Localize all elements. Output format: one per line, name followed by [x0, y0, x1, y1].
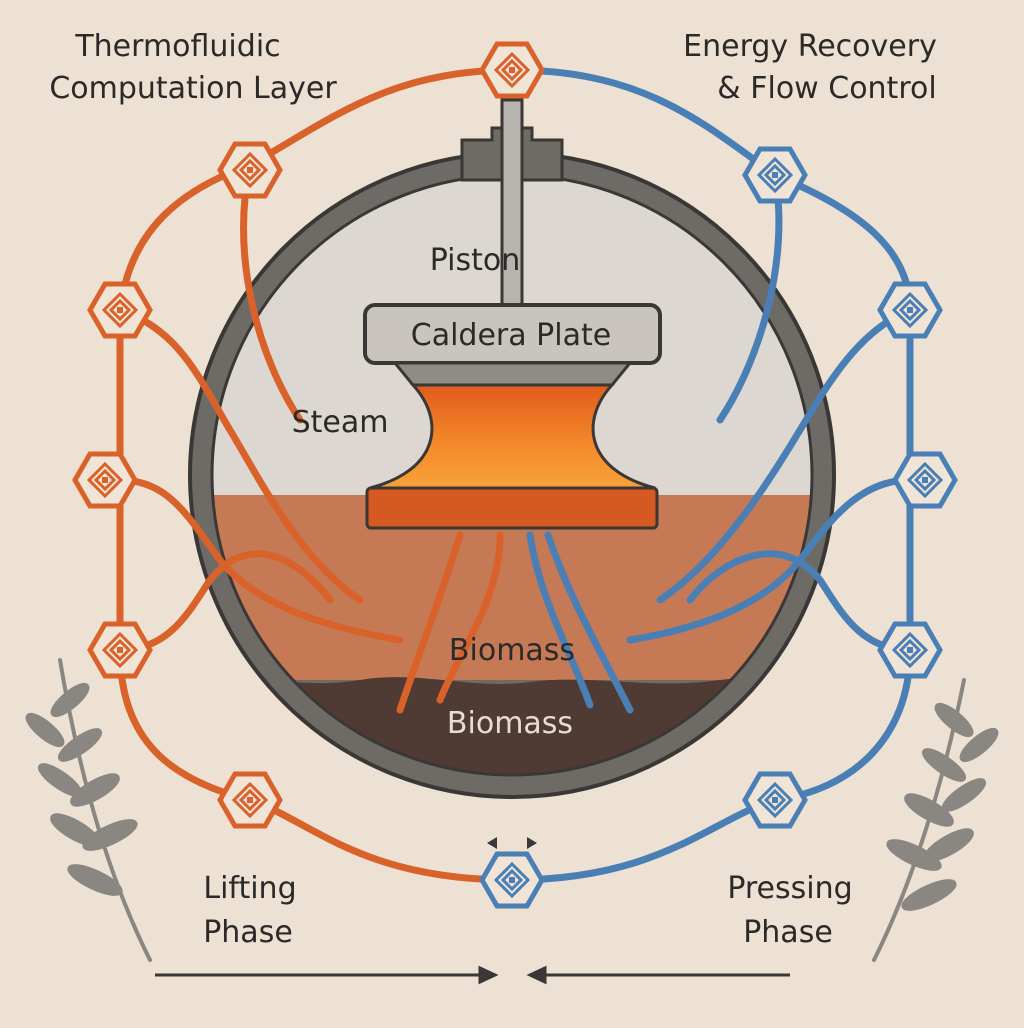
heating-plate: [365, 486, 659, 530]
hex-node-icon: [745, 149, 805, 201]
steam-label: Steam: [292, 405, 389, 440]
caldera-plate-label: Caldera Plate: [411, 318, 611, 353]
fern-icon: [872, 678, 999, 962]
hex-node-icon: [220, 144, 280, 196]
piston-label: Piston: [430, 243, 521, 278]
pressing-phase-line1: Pressing: [727, 871, 852, 906]
hex-node-icon: [482, 854, 542, 906]
hex-node-icon: [895, 454, 955, 506]
hex-node-icon: [75, 454, 135, 506]
lifting-phase-line2: Phase: [203, 915, 293, 950]
fern-icon: [25, 658, 152, 962]
hex-node-icon: [880, 284, 940, 336]
double-arrow-icon: [155, 837, 790, 985]
hex-node-icon: [745, 774, 805, 826]
left-title-line1: Thermofluidic: [74, 29, 280, 64]
hex-node-icon: [90, 624, 150, 676]
right-title-line1: Energy Recovery: [683, 29, 937, 64]
hex-node-icon: [220, 774, 280, 826]
right-title-line2: & Flow Control: [717, 71, 936, 106]
hex-node-icon: [90, 284, 150, 336]
hex-node-icon: [880, 624, 940, 676]
left-title-line2: Computation Layer: [49, 71, 337, 106]
caldera-assembly: [363, 303, 662, 530]
lifting-phase-line1: Lifting: [203, 871, 296, 906]
hex-node-icon: [482, 44, 542, 96]
pressing-phase-line2: Phase: [743, 915, 833, 950]
piston-rod: [500, 98, 524, 312]
biomass-lower-label: Biomass: [447, 706, 573, 741]
biomass-upper-label: Biomass: [449, 633, 575, 668]
